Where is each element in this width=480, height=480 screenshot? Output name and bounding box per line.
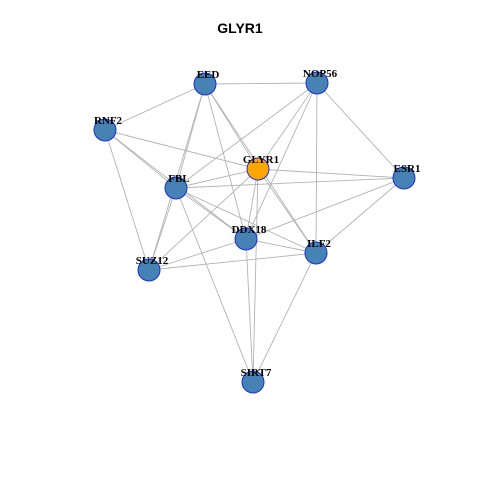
node-label-glyr1: GLYR1 <box>243 154 279 166</box>
node-ilf2[interactable] <box>304 241 328 265</box>
edge-fbl-suz12 <box>148 187 177 271</box>
edge-eed-rnf2 <box>104 83 206 131</box>
node-glyr1[interactable] <box>246 157 270 181</box>
edge-rnf2-suz12 <box>104 129 150 271</box>
edge-ddx18-sirt7 <box>245 238 254 383</box>
node-fbl[interactable] <box>164 176 188 200</box>
node-rnf2[interactable] <box>93 118 117 142</box>
edge-ilf2-suz12 <box>148 252 317 271</box>
node-label-nop56: NOP56 <box>303 68 338 80</box>
edge-fbl-sirt7 <box>175 187 254 383</box>
node-label-rnf2: RNF2 <box>94 115 123 127</box>
edge-glyr1-suz12 <box>148 168 259 271</box>
edge-nop56-fbl <box>175 82 318 189</box>
edge-ddx18-suz12 <box>148 238 247 271</box>
edge-glyr1-ilf2 <box>257 168 317 254</box>
node-ddx18[interactable] <box>234 227 258 251</box>
edge-nop56-esr1 <box>316 82 405 179</box>
node-eed[interactable] <box>193 72 217 96</box>
edge-ilf2-sirt7 <box>252 252 317 383</box>
node-label-sirt7: SIRT7 <box>241 367 272 379</box>
edge-glyr1-fbl <box>175 168 259 189</box>
edge-eed-ddx18 <box>204 83 247 240</box>
edge-ddx18-ilf2 <box>245 238 317 254</box>
edge-nop56-ddx18 <box>245 82 318 240</box>
edge-glyr1-esr1 <box>257 168 405 179</box>
edges-layer <box>104 82 405 383</box>
node-suz12[interactable] <box>137 258 161 282</box>
node-label-ilf2: ILF2 <box>307 238 331 250</box>
node-label-fbl: FBL <box>168 173 189 185</box>
edge-glyr1-sirt7 <box>252 168 259 383</box>
edge-rnf2-glyr1 <box>104 129 259 170</box>
edge-eed-nop56 <box>204 82 318 85</box>
node-nop56[interactable] <box>305 71 329 95</box>
edge-esr1-ilf2 <box>315 177 405 254</box>
diagram-title: GLYR1 <box>217 20 263 36</box>
edge-glyr1-ddx18 <box>245 168 259 240</box>
node-label-eed: EED <box>197 69 220 81</box>
node-label-ddx18: DDX18 <box>232 224 267 236</box>
edge-nop56-ilf2 <box>315 82 318 254</box>
edge-esr1-fbl <box>175 177 405 189</box>
edge-fbl-ddx18 <box>175 187 247 240</box>
nodes-layer <box>93 71 416 394</box>
node-label-esr1: ESR1 <box>394 163 421 175</box>
edge-esr1-ddx18 <box>245 177 405 240</box>
node-sirt7[interactable] <box>241 370 265 394</box>
node-esr1[interactable] <box>392 166 416 190</box>
node-label-suz12: SUZ12 <box>136 255 169 267</box>
edge-fbl-ilf2 <box>175 187 317 254</box>
edge-nop56-glyr1 <box>257 82 318 170</box>
